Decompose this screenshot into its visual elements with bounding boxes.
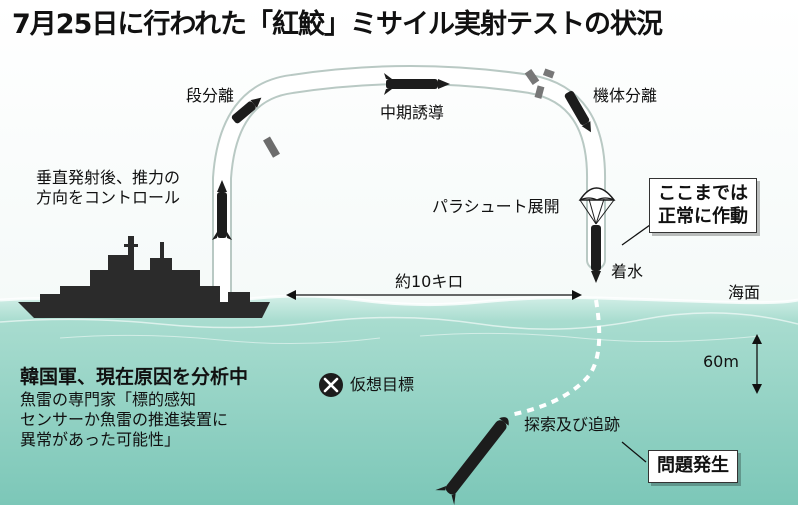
- page-title: 7月25日に行われた「紅鮫」ミサイル実射テストの状況: [12, 9, 663, 40]
- label-distance: 約10キロ: [395, 272, 464, 291]
- callout-problem-pointer: [621, 441, 647, 463]
- booster-fragment: [263, 136, 280, 158]
- label-body-separation: 機体分離: [593, 86, 658, 105]
- label-vertical-launch-line1: 垂直発射後、推力の: [36, 168, 181, 187]
- label-splashdown: 着水: [611, 262, 644, 281]
- callout-ok-pointer: [621, 224, 651, 246]
- label-depth: 60m: [703, 352, 739, 371]
- x-mark-icon: [319, 373, 343, 397]
- missile-body-separation: [564, 91, 591, 133]
- label-stage-separation: 段分離: [186, 86, 235, 105]
- label-sea-surface: 海面: [728, 283, 761, 302]
- depth-arrow: [752, 334, 762, 394]
- callout-ok: ここまでは 正常に作動: [649, 178, 757, 233]
- distance-arrow: [286, 290, 582, 300]
- analysis-line-3: 異常があった可能性」: [20, 429, 181, 449]
- warship: [18, 236, 270, 318]
- label-vertical-launch: 垂直発射後、推力の 方向をコントロール: [36, 168, 180, 208]
- label-search-track: 探索及び追跡: [524, 415, 621, 434]
- missile-descending: [591, 225, 601, 283]
- analysis-line-2: センサーか魚雷の推進装置に: [20, 409, 229, 429]
- separated-parts: [524, 68, 555, 99]
- analysis-heading: 韓国軍、現在原因を分析中: [20, 366, 249, 388]
- callout-ok-line1: ここまでは: [658, 183, 748, 204]
- callout-ok-line2: 正常に作動: [658, 205, 748, 227]
- label-virtual-target: 仮想目標: [350, 375, 415, 394]
- analysis-block: 韓国軍、現在原因を分析中 魚雷の専門家「標的感知 センサーか魚雷の推進装置に 異…: [20, 366, 248, 450]
- missile-stage-separation: [231, 97, 262, 124]
- missile-midcourse: [384, 73, 450, 95]
- sea: [0, 294, 798, 505]
- analysis-line-1: 魚雷の専門家「標的感知: [20, 389, 197, 409]
- label-vertical-launch-line2: 方向をコントロール: [36, 188, 181, 207]
- parachute-icon: [578, 187, 616, 225]
- underwater-track: [509, 299, 602, 417]
- torpedo: [435, 417, 509, 505]
- missile-launch: [212, 180, 232, 240]
- callout-problem: 問題発生: [648, 450, 738, 483]
- label-parachute-deploy: パラシュート展開: [432, 197, 560, 216]
- label-midcourse-guidance: 中期誘導: [380, 103, 445, 122]
